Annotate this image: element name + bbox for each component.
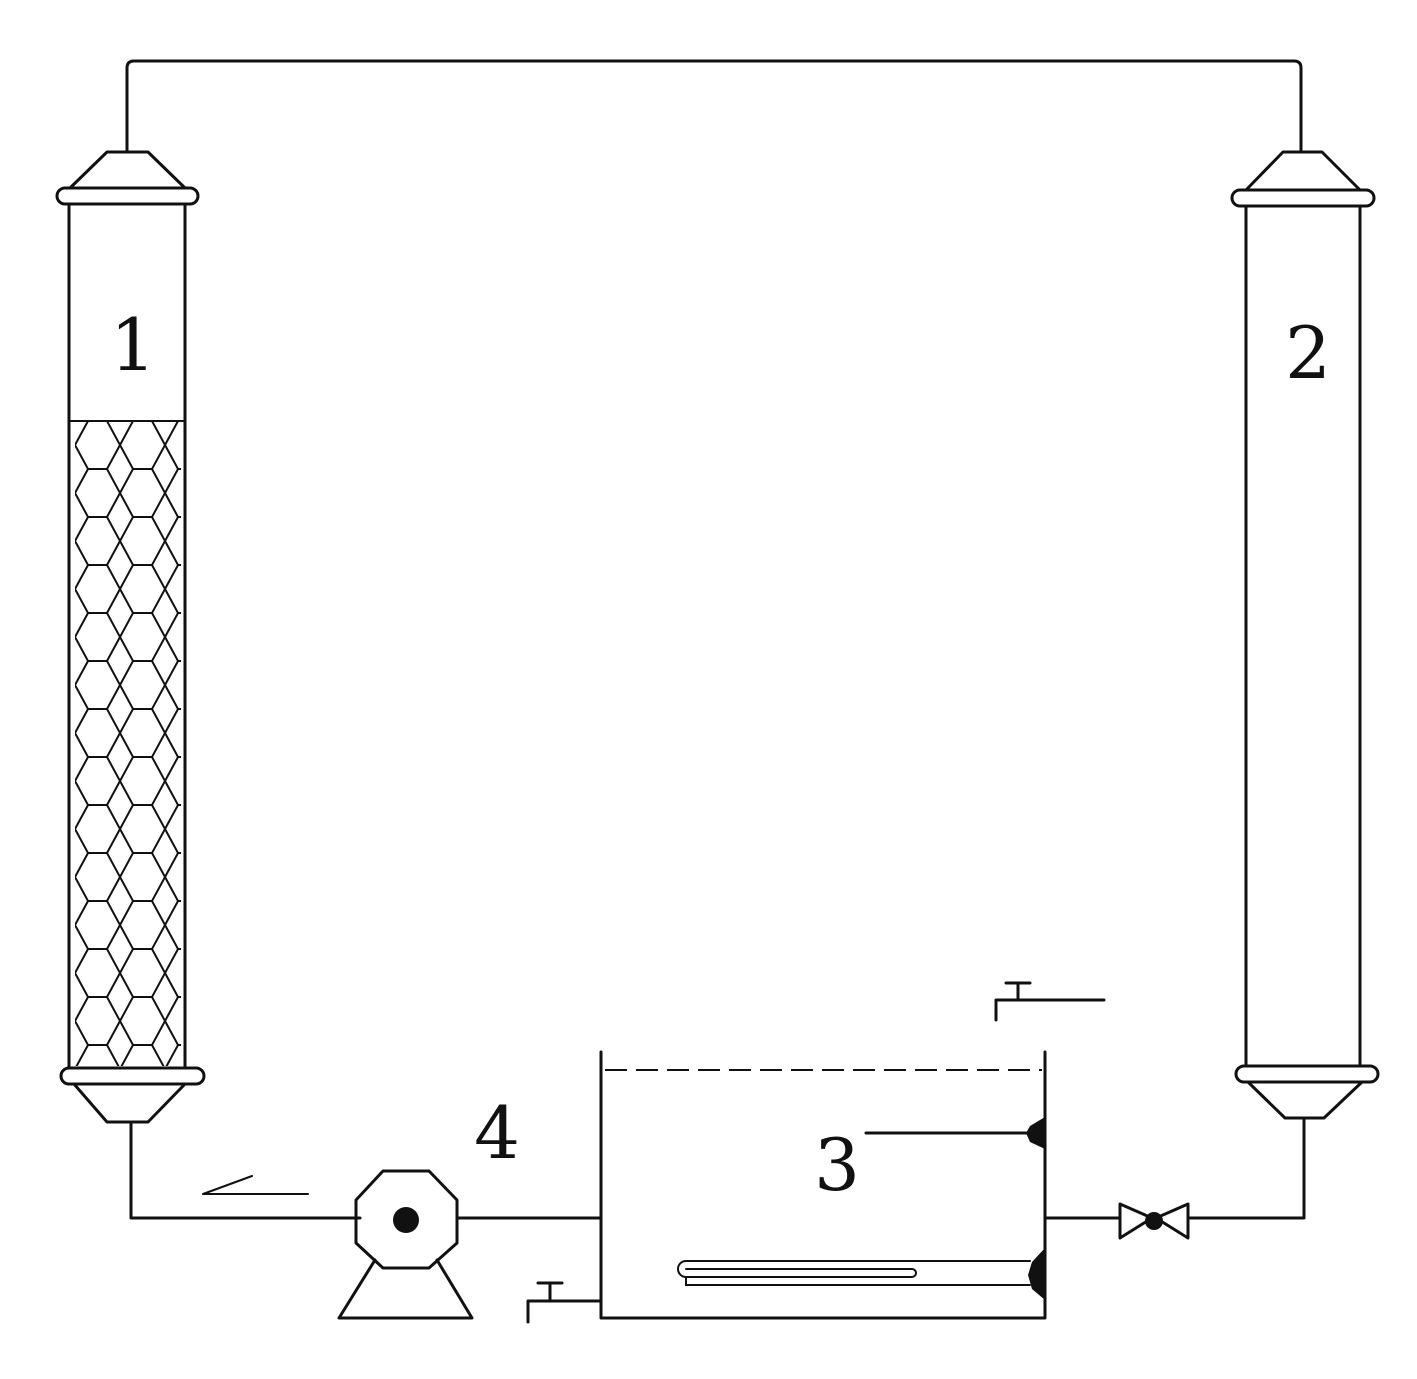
column-1-bottom-cap: [72, 1082, 187, 1124]
pump-impeller: [393, 1207, 419, 1233]
tank-3: 3: [599, 1050, 1047, 1320]
flow-direction-arrow: [202, 1175, 309, 1195]
column-2-top-flange: [1230, 188, 1376, 208]
pump-4-label: 4: [474, 1091, 520, 1175]
column-2-inlet-pipe: [1186, 1118, 1306, 1220]
inlet-pipe: [994, 998, 1106, 1022]
column-1: 1: [55, 150, 206, 1124]
pump-body: [354, 1169, 459, 1270]
heater-element: [677, 1260, 1031, 1286]
column-1-top-flange: [55, 186, 200, 206]
inlet-tap: [994, 981, 1106, 1022]
drain-tap: [526, 1281, 603, 1324]
top-pipe: [125, 59, 1303, 152]
column-1-outlet-pipe: [129, 1122, 362, 1220]
pump-4: 4: [337, 1091, 520, 1320]
column-1-top-cap: [68, 150, 187, 190]
drain-pipe: [526, 1299, 603, 1324]
column-2: 2: [1230, 150, 1380, 1120]
column-1-label: 1: [110, 303, 156, 387]
valve-right-wing: [1154, 1202, 1190, 1240]
valve-left-wing: [1118, 1202, 1154, 1240]
column-1-bottom-flange: [59, 1066, 206, 1086]
column-2-bottom-flange: [1234, 1064, 1380, 1084]
column-2-bottom-cap: [1246, 1080, 1364, 1120]
tank-3-label: 3: [814, 1123, 860, 1207]
column-2-label: 2: [1285, 311, 1331, 395]
sensor-mount: [1026, 1117, 1045, 1149]
column-2-top-cap: [1244, 150, 1362, 192]
heater-mount: [1028, 1248, 1045, 1300]
tank-wall: [599, 1050, 1047, 1320]
column-1-packing: [75, 421, 181, 1066]
ball-valve: [1118, 1202, 1190, 1240]
valve-ball: [1145, 1212, 1163, 1230]
pump-stand: [337, 1258, 474, 1320]
